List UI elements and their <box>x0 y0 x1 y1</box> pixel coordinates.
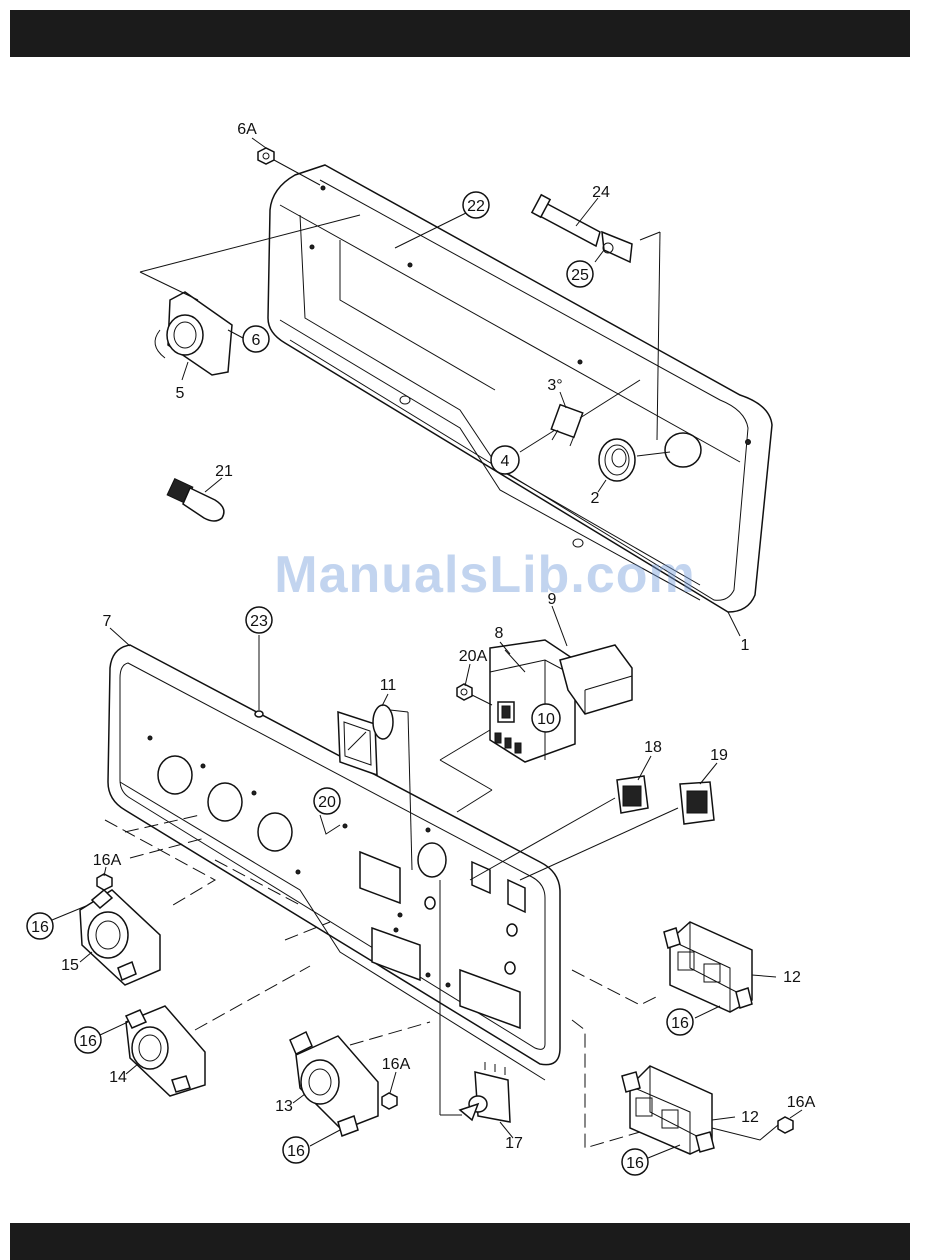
callout-13: 13 <box>275 1098 293 1115</box>
callout-20A-label: 20A <box>459 648 488 665</box>
fuse-holder-24 <box>532 195 660 440</box>
callout-23: 23 <box>246 607 272 633</box>
callout-7-label: 7 <box>103 613 112 630</box>
nut-20A <box>457 684 492 705</box>
callout-16A-c-label: 16A <box>787 1094 816 1111</box>
callout-16-a-label: 16 <box>31 919 49 936</box>
callout-14: 14 <box>109 1069 127 1086</box>
circuit-breaker-8 <box>490 640 575 762</box>
screw-23 <box>255 635 263 717</box>
callout-17: 17 <box>505 1135 523 1152</box>
callout-24-label: 24 <box>592 184 610 201</box>
callout-16A-b-label: 16A <box>382 1056 411 1073</box>
callout-12-a-label: 12 <box>783 969 801 986</box>
callout-20: 20 <box>314 788 340 814</box>
callout-21: 21 <box>215 463 233 480</box>
lamp-21 <box>167 479 224 521</box>
callout-16-d: 16 <box>283 1137 309 1163</box>
duplex-receptacle-12-lower <box>622 1066 793 1154</box>
callout-18: 18 <box>644 739 662 756</box>
callout-16-a: 16 <box>27 913 53 939</box>
callout-25-label: 25 <box>571 267 589 284</box>
callout-3: 3° <box>547 377 562 394</box>
grommet-2 <box>599 439 670 481</box>
callout-12-a: 12 <box>783 969 801 986</box>
callout-24: 24 <box>592 184 610 201</box>
callout-16-e: 16 <box>622 1149 648 1175</box>
callout-21-label: 21 <box>215 463 233 480</box>
receptacle-15 <box>80 874 160 985</box>
callout-12-b: 12 <box>741 1109 759 1126</box>
callout-2: 2 <box>591 490 600 507</box>
callout-4-label: 4 <box>501 453 510 470</box>
callout-10: 10 <box>532 704 560 732</box>
callout-22-label: 22 <box>467 198 485 215</box>
switch-18 <box>470 776 648 880</box>
callout-19-label: 19 <box>710 747 728 764</box>
callout-20-label: 20 <box>318 794 336 811</box>
watermark: ManualsLib.com <box>265 545 705 605</box>
meter-11 <box>338 705 412 870</box>
callout-16A-b: 16A <box>382 1056 411 1073</box>
callout-16-b-label: 16 <box>671 1015 689 1032</box>
callout-11: 11 <box>380 677 397 694</box>
receptacle-13 <box>290 1032 397 1136</box>
callout-8: 8 <box>495 625 504 642</box>
callout-1: 1 <box>741 637 750 654</box>
callout-20A: 20A <box>459 648 488 665</box>
callout-16-d-label: 16 <box>287 1143 305 1160</box>
callout-16A-a: 16A <box>93 852 122 869</box>
callout-10-label: 10 <box>537 711 555 728</box>
callout-6: 6 <box>243 326 269 352</box>
callout-1-label: 1 <box>741 637 750 654</box>
switch-19 <box>520 782 714 880</box>
callout-23-label: 23 <box>250 613 268 630</box>
callout-6-label: 6 <box>252 332 261 349</box>
callout-16-b: 16 <box>667 1009 693 1035</box>
callout-5: 5 <box>176 385 185 402</box>
callout-18-label: 18 <box>644 739 662 756</box>
callout-6A: 6A <box>237 121 257 138</box>
callout-2-label: 2 <box>591 490 600 507</box>
callout-5-label: 5 <box>176 385 185 402</box>
callout-17-label: 17 <box>505 1135 523 1152</box>
callout-6A-label: 6A <box>237 121 257 138</box>
receptacle-14 <box>126 1006 205 1096</box>
callout-3-label: 3° <box>547 377 562 394</box>
callout-16A-c: 16A <box>787 1094 816 1111</box>
callout-12-b-label: 12 <box>741 1109 759 1126</box>
callout-4: 4 <box>491 446 519 474</box>
callout-16-e-label: 16 <box>626 1155 644 1172</box>
callout-8-label: 8 <box>495 625 504 642</box>
callout-14-label: 14 <box>109 1069 127 1086</box>
callout-25: 25 <box>567 261 593 287</box>
duplex-receptacle-12-upper <box>664 922 752 1012</box>
callout-leaders <box>52 138 802 1158</box>
breaker-lead-lines <box>440 730 492 812</box>
callout-15-label: 15 <box>61 957 79 974</box>
callout-16-c: 16 <box>75 1027 101 1053</box>
callout-7: 7 <box>103 613 112 630</box>
callout-22: 22 <box>463 192 489 218</box>
callout-15: 15 <box>61 957 79 974</box>
callout-19: 19 <box>710 747 728 764</box>
callout-16A-a-label: 16A <box>93 852 122 869</box>
callout-11-label: 11 <box>380 677 397 694</box>
callout-13-label: 13 <box>275 1098 293 1115</box>
callout-16-c-label: 16 <box>79 1033 97 1050</box>
